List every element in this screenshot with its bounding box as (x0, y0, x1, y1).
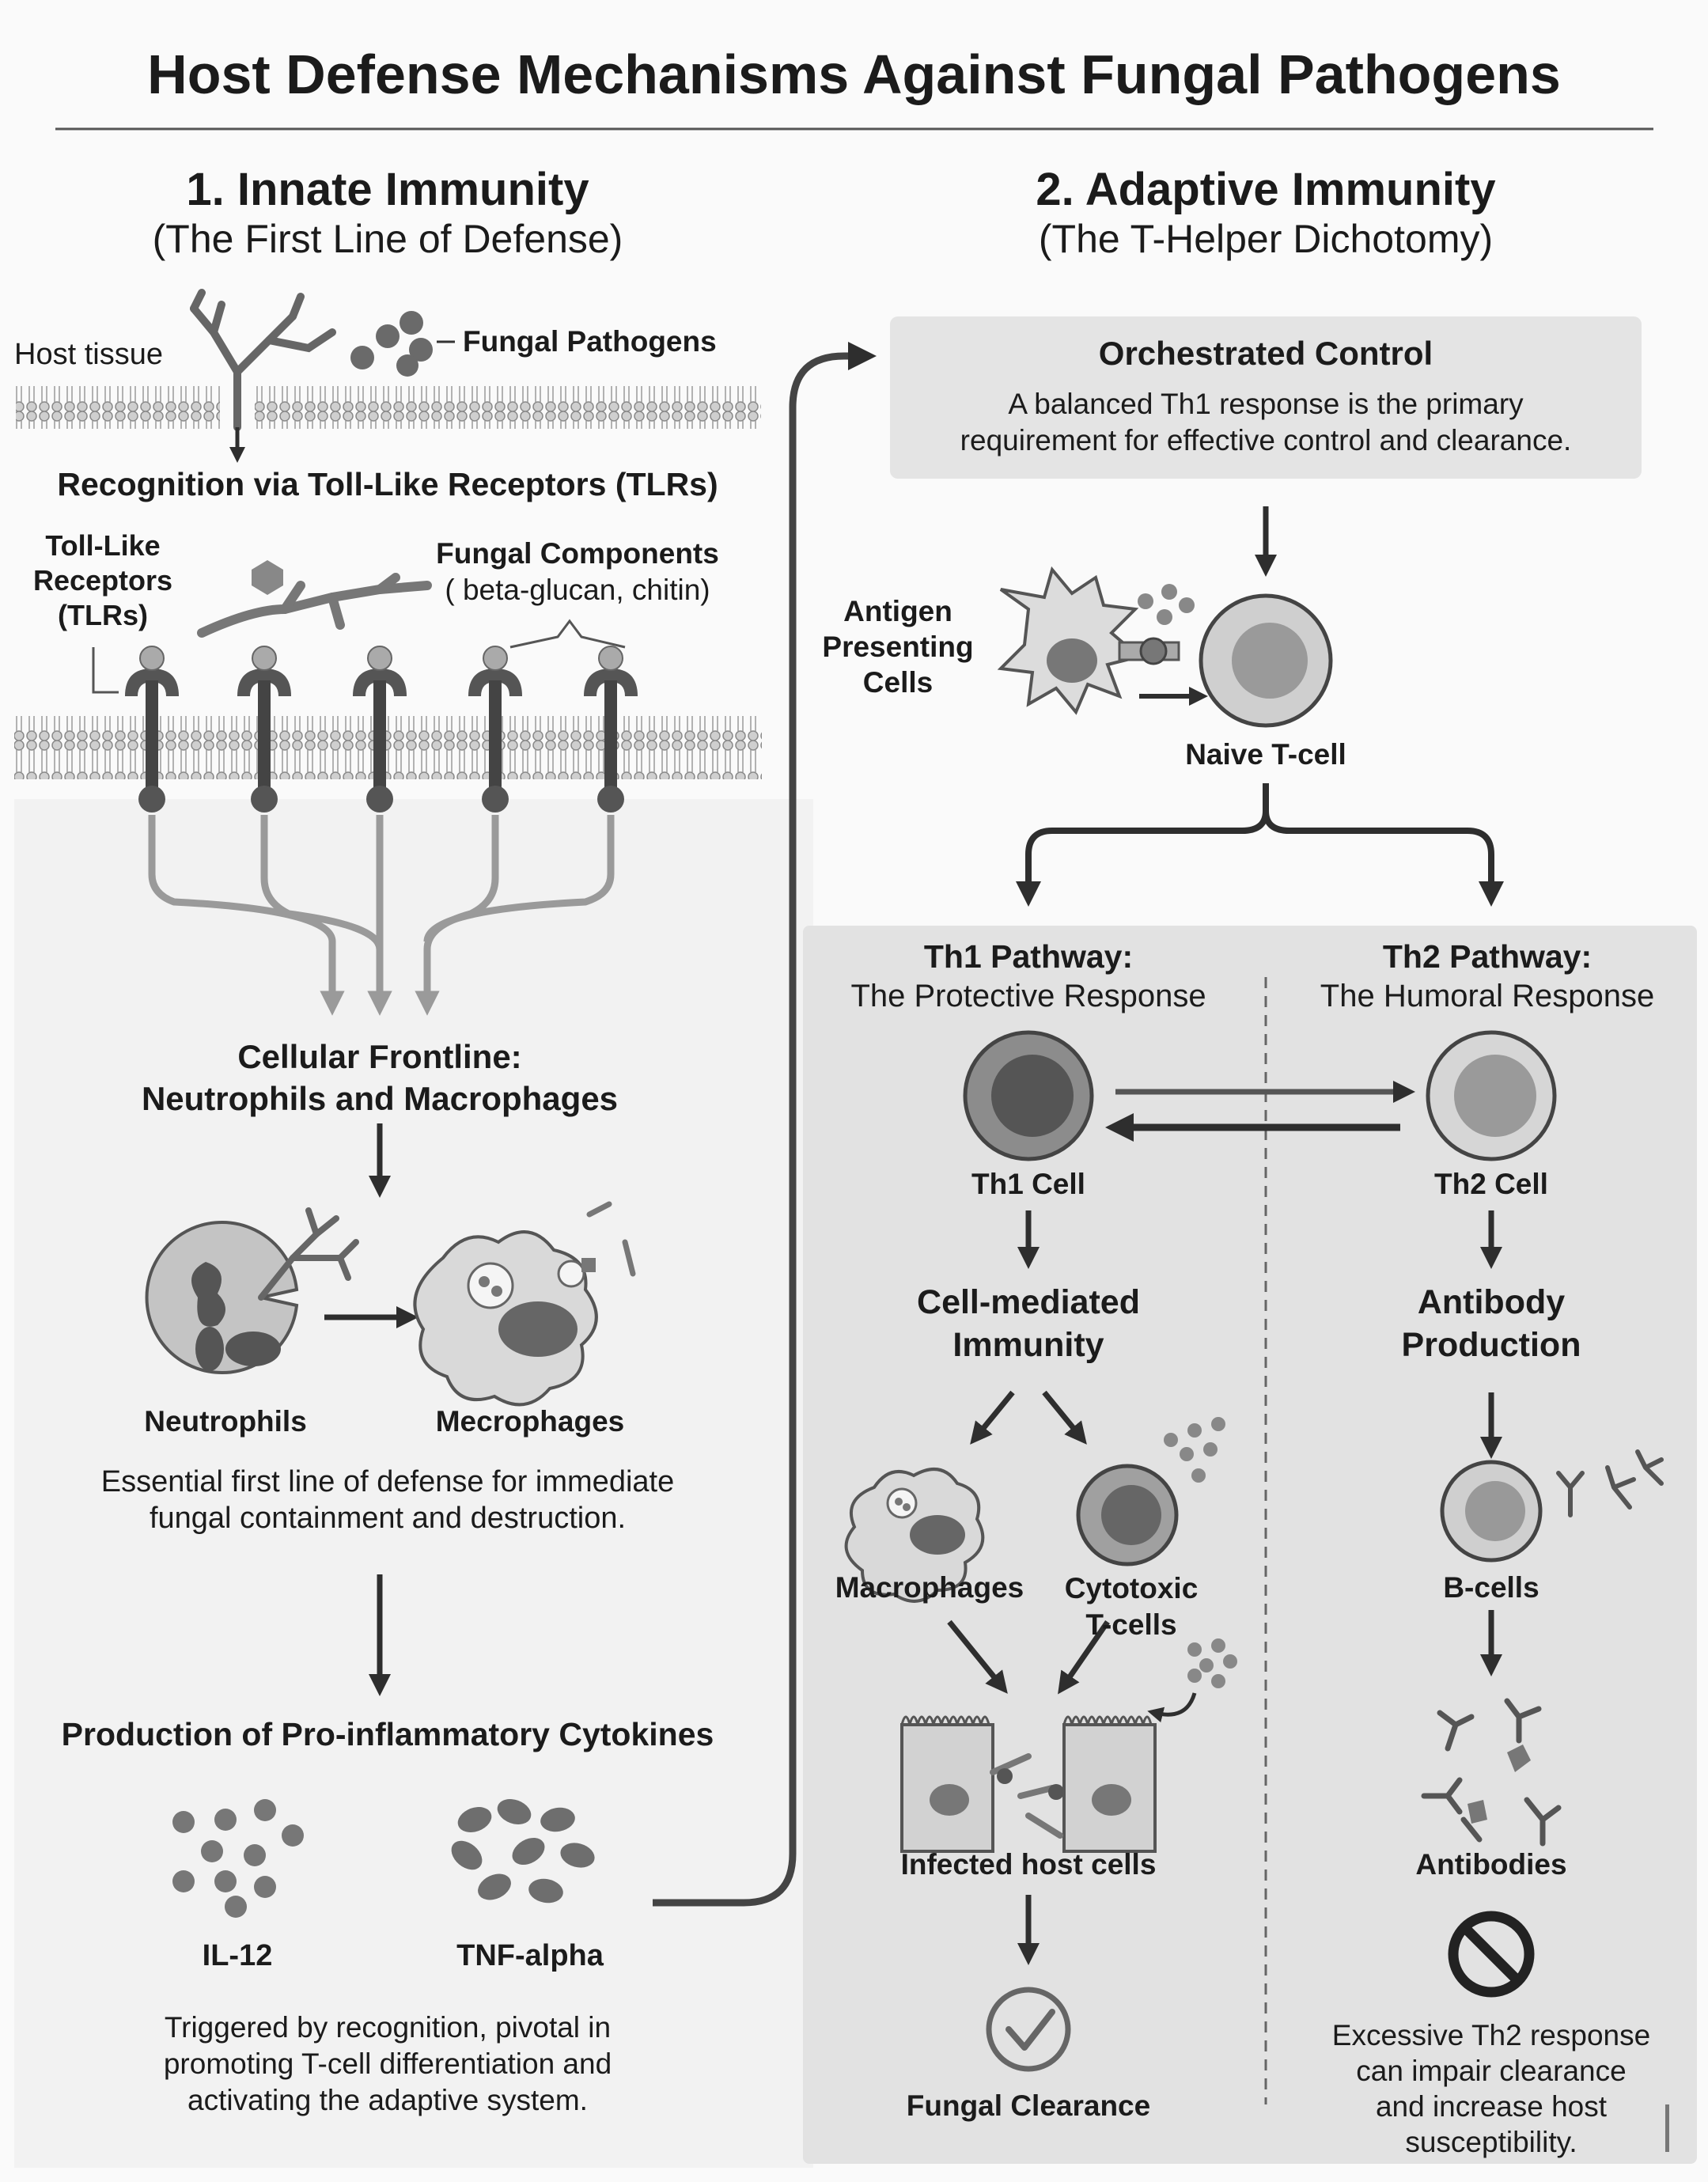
tlr-receptor-icon (468, 646, 522, 813)
th1-title: Th1 Pathway: (923, 938, 1134, 975)
tlr-receptor-icon (237, 646, 291, 813)
fungal-components-icon (197, 573, 432, 638)
th1-cell-label: Th1 Cell (971, 1168, 1085, 1200)
fungal-components-detail: ( beta-glucan, chitin) (445, 574, 710, 606)
naive-t-cell-label: Naive T-cell (1185, 738, 1346, 771)
recognition-heading: Recognition via Toll-Like Receptors (TLR… (57, 466, 718, 502)
b-cells-label: B-cells (1443, 1571, 1539, 1604)
il12-label: IL-12 (202, 1939, 273, 1972)
hyphae-icon (190, 289, 336, 431)
orchestrated-text: A balanced Th1 response is the primary r… (960, 388, 1572, 456)
cytotoxic-t-cell-icon (1076, 1464, 1179, 1566)
antibody-small-icon (1556, 1449, 1664, 1517)
tnf-alpha-label: TNF-alpha (456, 1939, 604, 1972)
tlr-receptor-icon (353, 646, 407, 813)
frontline-note: Essential first line of defense for imme… (100, 1465, 675, 1536)
cytokine-note: Triggered by recognition, pivotal in pro… (163, 2011, 612, 2116)
orchestrated-panel (890, 316, 1642, 479)
tlr-label: Toll-Like Receptors (TLRs) (32, 529, 173, 631)
th2-subtitle: The Humoral Response (1320, 979, 1655, 1013)
tlr-receptor-icon (584, 646, 638, 813)
apc-icon (997, 566, 1180, 715)
antibodies-label: Antibodies (1415, 1848, 1567, 1881)
released-dots-icon (1187, 1638, 1237, 1688)
branch-arrows (1025, 783, 1494, 886)
host-tissue-label: Host tissue (14, 338, 163, 371)
signal-arrows (148, 815, 615, 1016)
page-title: Host Defense Mechanisms Against Fungal P… (147, 44, 1561, 105)
naive-t-cell-icon (1199, 593, 1333, 728)
adaptive-heading: 2. Adaptive Immunity (1036, 164, 1496, 215)
macrophage-small-icon (844, 1468, 985, 1603)
th2-cell-icon (1426, 1030, 1557, 1161)
th2-title: Th2 Pathway: (1382, 938, 1592, 975)
host-membrane-right (255, 386, 761, 429)
fungal-pathogens-label: Fungal Pathogens (463, 325, 717, 358)
tlr-bracket (92, 647, 119, 694)
innate-subheading: (The First Line of Defense) (152, 217, 623, 261)
th1-cell-icon (963, 1030, 1094, 1161)
infected-host-cells-icon (900, 1715, 1157, 1853)
antibodies-icon (1421, 1698, 1562, 1847)
innate-heading: 1. Innate Immunity (186, 164, 589, 215)
cytotoxic-label: Cytotoxic T-cells (1064, 1572, 1199, 1642)
neutrophils-label: Neutrophils (144, 1405, 307, 1438)
orchestrated-title: Orchestrated Control (1098, 335, 1433, 372)
infected-host-cells-label: Infected host cells (900, 1848, 1157, 1881)
components-bracket (509, 619, 626, 649)
hexagon-icon (252, 560, 283, 595)
macrophages-small-label: Macrophages (835, 1571, 1024, 1604)
apc-label: Antigen Presenting Cells (822, 595, 974, 699)
cytokine-dots-icon (1164, 1417, 1225, 1483)
antigen-dots-icon (1138, 584, 1195, 625)
adaptive-subheading: (The T-Helper Dichotomy) (1038, 217, 1494, 261)
macrophage-icon (413, 1201, 636, 1407)
il12-icon (172, 1799, 304, 1918)
th1-subtitle: The Protective Response (850, 979, 1206, 1013)
cell-mediated-label: Cell-mediated Immunity (917, 1283, 1140, 1364)
fungal-spores-icon (350, 311, 433, 377)
innate-panel (14, 799, 813, 2168)
antigen-fragments-icon (1468, 1744, 1531, 1824)
fungal-clearance-label: Fungal Clearance (906, 2089, 1151, 2122)
neutrophil-icon (145, 1207, 359, 1374)
fungal-components-title: Fungal Components (436, 537, 719, 570)
tlr-receptors (125, 646, 638, 813)
b-cell-icon (1440, 1460, 1543, 1563)
th2-warning: Excessive Th2 response can impair cleara… (1331, 2019, 1651, 2159)
antibody-production-label: Antibody Production (1401, 1283, 1581, 1364)
cytokines-heading: Production of Pro-inflammatory Cytokines (61, 1716, 714, 1752)
host-membrane-left (16, 386, 220, 429)
cellular-frontline-heading: Cellular Frontline: Neutrophils and Macr… (141, 1038, 619, 1117)
prohibited-icon (1448, 1911, 1535, 1998)
tlr-receptor-icon (125, 646, 179, 813)
th2-cell-label: Th2 Cell (1434, 1168, 1548, 1200)
tlr-membrane (14, 716, 762, 779)
tnf-alpha-icon (451, 1799, 595, 1904)
innate-to-adaptive-connector (653, 342, 877, 1907)
check-circle-icon (986, 1987, 1071, 2072)
macrophages-label: Mecrophages (435, 1405, 625, 1438)
